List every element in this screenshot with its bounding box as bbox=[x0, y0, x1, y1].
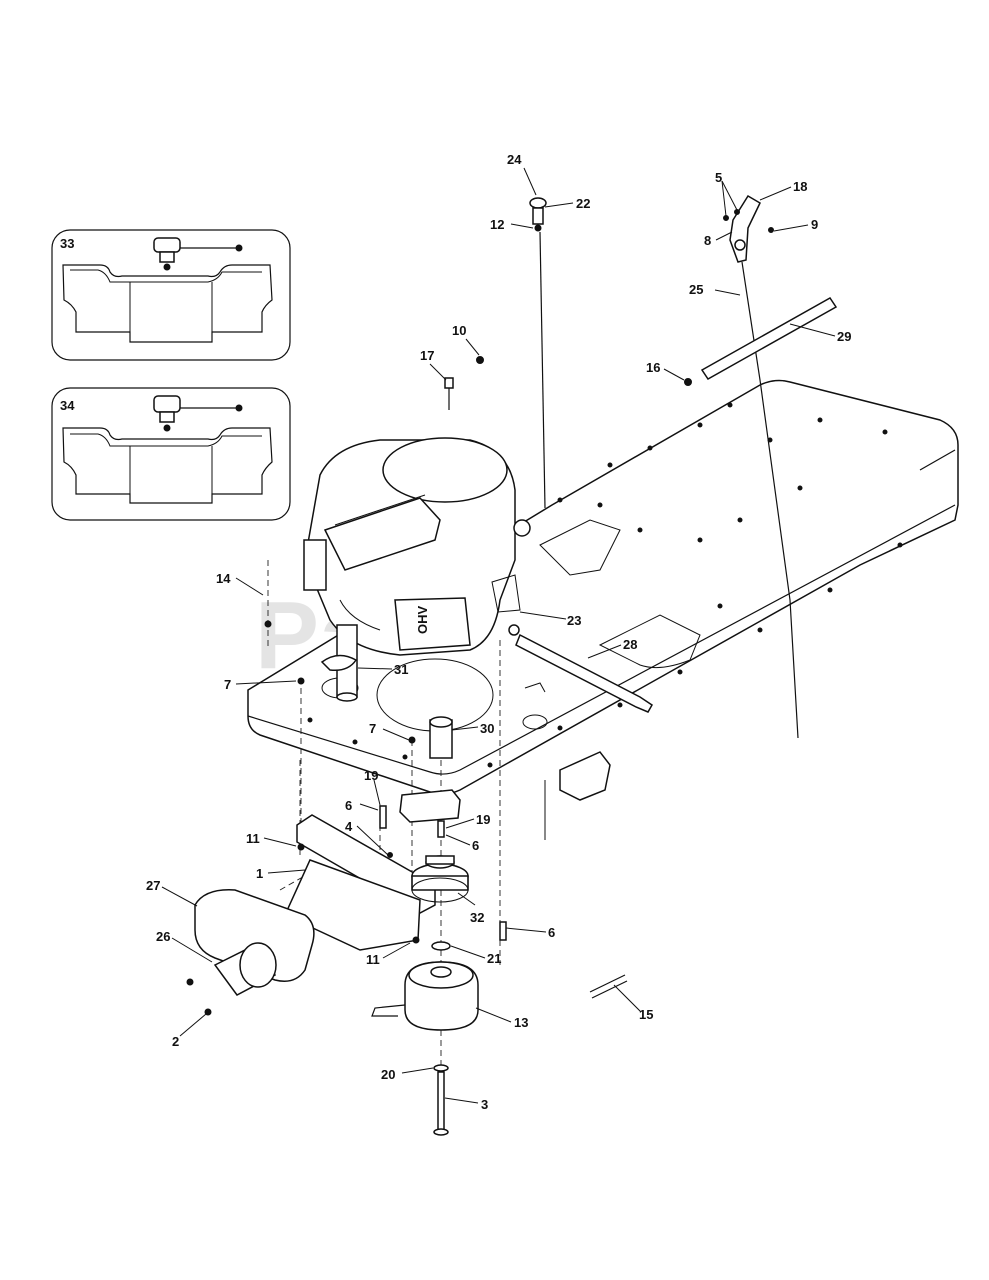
callout-11a[interactable]: 11 bbox=[246, 831, 260, 846]
callout-6a[interactable]: 6 bbox=[345, 798, 352, 813]
callout-2[interactable]: 2 bbox=[172, 1034, 179, 1049]
callout-1[interactable]: 1 bbox=[256, 866, 263, 881]
throttle-tube-29[interactable] bbox=[684, 297, 838, 386]
inset-fuel-tank-34[interactable] bbox=[51, 387, 291, 521]
callout-26[interactable]: 26 bbox=[156, 929, 170, 944]
callout-3[interactable]: 3 bbox=[481, 1097, 488, 1112]
callout-7a[interactable]: 7 bbox=[224, 677, 231, 692]
frame-holes bbox=[307, 402, 903, 768]
callout-19a[interactable]: 19 bbox=[364, 768, 378, 783]
callout-8[interactable]: 8 bbox=[704, 233, 711, 248]
callout-15[interactable]: 15 bbox=[639, 1007, 653, 1022]
leader-lines bbox=[161, 167, 836, 1104]
callout-24[interactable]: 24 bbox=[507, 152, 522, 167]
callout-27[interactable]: 27 bbox=[146, 878, 160, 893]
frame-plate[interactable] bbox=[247, 379, 959, 840]
pto-clutch-13[interactable] bbox=[371, 941, 479, 1031]
callout-34[interactable]: 34 bbox=[60, 398, 75, 413]
fasteners-top[interactable] bbox=[444, 356, 484, 411]
fuel-line-28[interactable] bbox=[508, 624, 653, 713]
engine-mounting-posts[interactable] bbox=[320, 624, 453, 759]
callout-28[interactable]: 28 bbox=[623, 637, 637, 652]
bracket-1[interactable] bbox=[284, 814, 436, 951]
dipstick-assembly[interactable] bbox=[529, 197, 547, 509]
callout-23[interactable]: 23 bbox=[567, 613, 581, 628]
callout-30[interactable]: 30 bbox=[480, 721, 494, 736]
callout-13[interactable]: 13 bbox=[514, 1015, 528, 1030]
callout-11b[interactable]: 11 bbox=[366, 952, 380, 967]
part-15[interactable] bbox=[589, 974, 628, 999]
callout-17[interactable]: 17 bbox=[420, 348, 434, 363]
callout-6b[interactable]: 6 bbox=[472, 838, 479, 853]
callout-31[interactable]: 31 bbox=[394, 662, 408, 677]
pulley-32[interactable] bbox=[411, 855, 469, 903]
callout-4[interactable]: 4 bbox=[345, 819, 353, 834]
callout-29[interactable]: 29 bbox=[837, 329, 851, 344]
callout-6c[interactable]: 6 bbox=[548, 925, 555, 940]
callout-5[interactable]: 5 bbox=[715, 170, 722, 185]
small-fasteners[interactable] bbox=[264, 620, 507, 944]
callout-10[interactable]: 10 bbox=[452, 323, 466, 338]
callout-18[interactable]: 18 bbox=[793, 179, 807, 194]
inset-fuel-tank-33[interactable] bbox=[51, 229, 291, 361]
callout-22[interactable]: 22 bbox=[576, 196, 590, 211]
callout-20[interactable]: 20 bbox=[381, 1067, 395, 1082]
throttle-control[interactable] bbox=[723, 194, 799, 739]
callout-16[interactable]: 16 bbox=[646, 360, 660, 375]
engine[interactable]: OHV bbox=[303, 437, 531, 656]
callout-labels: 24 22 12 5 18 8 9 25 29 16 10 17 33 34 1… bbox=[60, 152, 851, 1112]
callout-21[interactable]: 21 bbox=[487, 951, 501, 966]
spacer-19[interactable] bbox=[399, 789, 461, 823]
callout-33[interactable]: 33 bbox=[60, 236, 74, 251]
muffler-27[interactable] bbox=[186, 889, 315, 1016]
bolt-3[interactable] bbox=[433, 1064, 449, 1136]
callout-7b[interactable]: 7 bbox=[369, 721, 376, 736]
callout-25[interactable]: 25 bbox=[689, 282, 703, 297]
callout-19b[interactable]: 19 bbox=[476, 812, 490, 827]
engine-ohv-label: OHV bbox=[415, 606, 430, 635]
callout-14[interactable]: 14 bbox=[216, 571, 231, 586]
callout-12[interactable]: 12 bbox=[490, 217, 504, 232]
callout-32[interactable]: 32 bbox=[470, 910, 484, 925]
callout-9[interactable]: 9 bbox=[811, 217, 818, 232]
